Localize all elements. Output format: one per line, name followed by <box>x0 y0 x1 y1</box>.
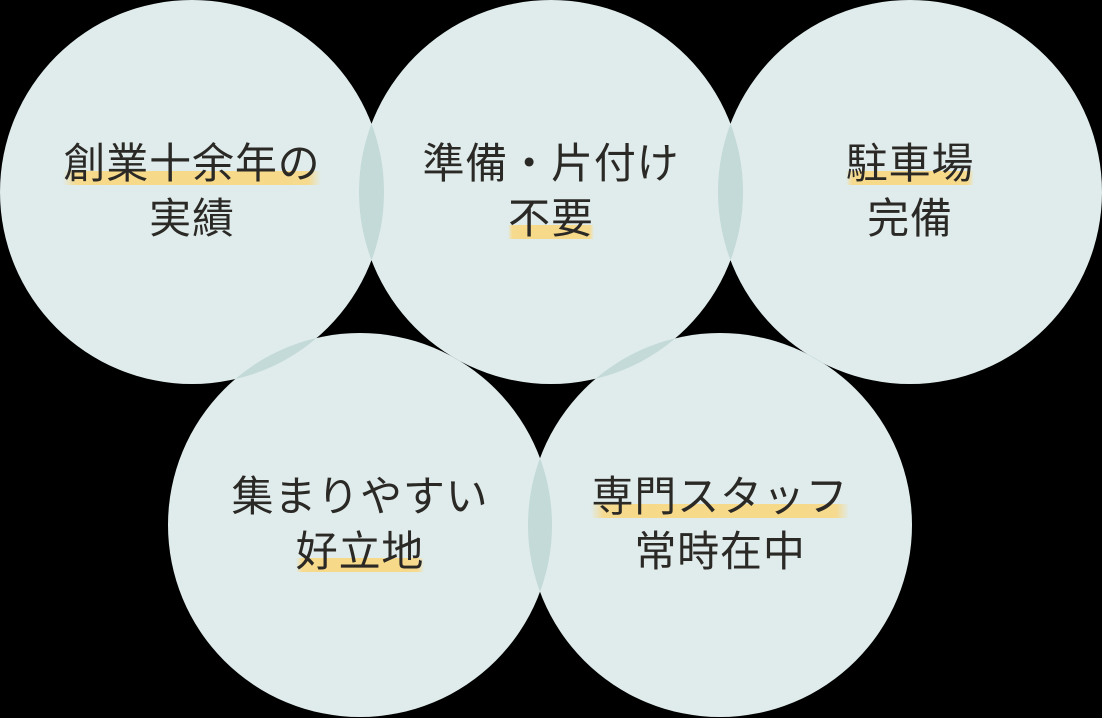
highlight-mark: 不要 <box>508 196 594 245</box>
circle-shape-parking <box>718 0 1102 384</box>
highlight-mark: 専門スタッフ <box>591 475 849 523</box>
circle-label-parking: 駐車場 完備 <box>718 138 1102 247</box>
circle-label-experience: 創業十余年の 実績 <box>0 138 384 247</box>
circle-label-location-line2: 好立地 <box>168 526 552 581</box>
circle-label-location: 集まりやすい 好立地 <box>168 471 552 580</box>
circle-label-experience-line1: 創業十余年の <box>0 138 384 193</box>
circle-label-no-setup: 準備・片付け 不要 <box>359 138 743 247</box>
circle-label-no-setup-line1: 準備・片付け <box>422 142 680 188</box>
circle-label-location-line1: 集まりやすい <box>231 475 489 521</box>
circle-shape-staff <box>528 333 912 717</box>
highlight-mark: 好立地 <box>295 529 425 578</box>
circle-shape-location <box>168 333 552 717</box>
highlight-mark: 創業十余年の <box>63 142 321 190</box>
circle-shape-no-setup <box>359 0 743 384</box>
circle-label-staff-line1: 専門スタッフ <box>528 471 912 526</box>
circle-label-staff-line2: 常時在中 <box>634 529 806 576</box>
circle-shape-experience <box>0 0 384 384</box>
circle-label-no-setup-line2: 不要 <box>359 193 743 248</box>
circle-label-experience-line2: 実績 <box>149 196 235 243</box>
highlight-mark: 駐車場 <box>845 142 975 190</box>
circle-label-staff: 専門スタッフ 常時在中 <box>528 471 912 580</box>
circle-label-parking-line1: 駐車場 <box>718 138 1102 193</box>
circle-label-parking-line2: 完備 <box>867 196 953 243</box>
